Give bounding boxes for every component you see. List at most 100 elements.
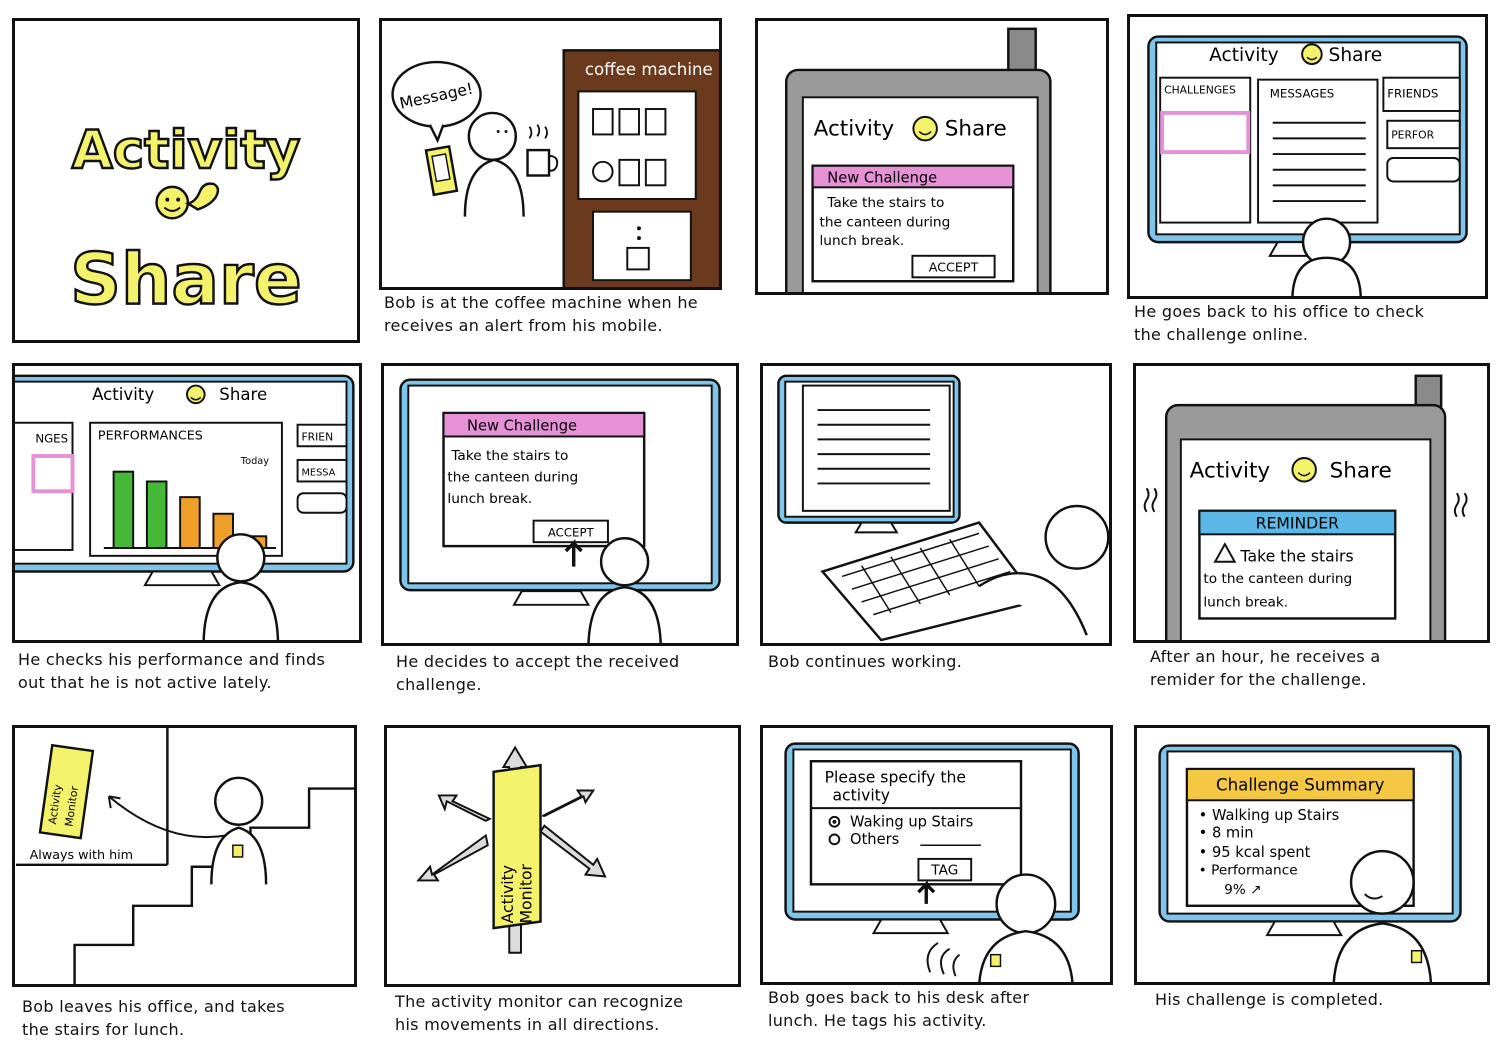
svg-text:Monitor: Monitor <box>62 785 81 828</box>
panel-9-stairs: Activity Monitor Always with him <box>12 725 357 987</box>
staircase <box>73 787 354 984</box>
pointer-arrow <box>108 795 227 839</box>
summary-header: Challenge Summary <box>1216 776 1385 795</box>
panel-10-motion: Activity Monitor <box>384 725 741 987</box>
working-illustration <box>777 374 1109 642</box>
tab-performances[interactable]: PERFORMANCES <box>98 427 203 442</box>
option-label: Waking up Stairs <box>850 814 973 831</box>
vibration-icon <box>1143 487 1158 513</box>
reminder-header: REMINDER <box>1256 513 1339 532</box>
panel-6-accept: New Challenge Take the stairs to the can… <box>381 363 739 646</box>
caption-line: the stairs for lunch. <box>22 1020 185 1039</box>
option-label: Others <box>850 831 899 848</box>
app-title-left: Activity <box>92 385 154 404</box>
activity-form <box>809 759 1023 886</box>
bob-figure <box>587 537 662 643</box>
coffee-cup-icon <box>526 124 559 177</box>
coffee-illustration: Message! coffee machine <box>391 49 719 287</box>
caption-line: After an hour, he receives a <box>1150 647 1381 666</box>
app-title-left: Activity <box>814 116 895 141</box>
svg-text:ACCEPT: ACCEPT <box>548 525 595 539</box>
bob-figure <box>202 533 280 640</box>
radio-unselected[interactable] <box>828 833 841 846</box>
reminder-illustration: Activity Share REMINDER Take the stairs … <box>1143 374 1468 640</box>
reminder-body-line: lunch break. <box>1203 595 1288 611</box>
performance-bars <box>103 470 277 549</box>
tab-performance[interactable]: PERFOR <box>1391 128 1434 141</box>
app-title-right: Share <box>219 385 267 404</box>
performance-illustration: Activity Share NGES PERFORMANCES Today F… <box>15 374 355 640</box>
tab-challenges-partial[interactable]: NGES <box>35 431 68 445</box>
panel-11-tag: Please specify the activity Waking up St… <box>760 725 1113 985</box>
bob-figure <box>1291 217 1362 296</box>
tab-messages[interactable]: MESSAGES <box>1270 86 1334 100</box>
caption-line: His challenge is completed. <box>1155 990 1384 1009</box>
motion-illustration: Activity Monitor <box>416 745 607 954</box>
panel-8-reminder: Activity Share REMINDER Take the stairs … <box>1133 363 1490 643</box>
caption-line: receives an alert from his mobile. <box>384 316 663 335</box>
panel-4-caption: He goes back to his office to check the … <box>1134 300 1494 346</box>
bob-figure <box>1332 849 1433 982</box>
popup-body-line: Take the stairs to <box>450 448 568 464</box>
app-title-right: Share <box>1330 459 1392 484</box>
bob-figure <box>978 504 1109 636</box>
monitor-illustration: Activity Share CHALLENGES MESSAGES FRIEN… <box>1147 35 1468 296</box>
caption-line: challenge. <box>396 675 482 694</box>
summary-item: 9% ↗ <box>1224 882 1261 898</box>
panel-11-caption: Bob goes back to his desk after lunch. H… <box>768 986 1113 1032</box>
always-label: Always with him <box>30 847 133 862</box>
summary-item: • 8 min <box>1199 824 1254 841</box>
caption-line: He decides to accept the received <box>396 652 680 671</box>
form-title: Please specify the <box>825 768 966 787</box>
tag-button[interactable]: TAG <box>917 857 973 882</box>
panel-10-caption: The activity monitor can recognize his m… <box>395 990 740 1036</box>
tab-friends[interactable]: FRIENDS <box>1387 86 1438 100</box>
panel-2-coffee: Message! coffee machine <box>379 18 722 290</box>
logo-text-bottom: Share <box>70 238 302 321</box>
popup-header: New Challenge <box>827 169 937 186</box>
popup-body-line: the canteen during <box>819 214 950 230</box>
popup-body-line: lunch break. <box>447 491 532 507</box>
tab-messages-partial[interactable]: MESSA <box>301 468 335 479</box>
summary-item: • Performance <box>1199 863 1298 879</box>
cursor-arrow-icon <box>917 880 936 904</box>
machine-label: coffee machine <box>585 60 713 79</box>
accept-button[interactable]: ACCEPT <box>911 254 996 279</box>
motion-lines <box>926 942 961 977</box>
caption-line: Bob is at the coffee machine when he <box>384 293 698 312</box>
panel-8-caption: After an hour, he receives a remider for… <box>1150 645 1490 691</box>
panel-9-caption: Bob leaves his office, and takes the sta… <box>22 995 362 1041</box>
app-title-left: Activity <box>1190 459 1271 484</box>
panel-12-summary: Challenge Summary • Walking up Stairs • … <box>1134 725 1490 985</box>
today-label: Today <box>240 456 269 467</box>
caption-line: out that he is not active lately. <box>18 673 272 692</box>
logo-illustration: Activity Share <box>69 119 303 322</box>
summary-item: • Walking up Stairs <box>1199 807 1340 824</box>
panel-7-caption: Bob continues working. <box>768 650 1108 673</box>
smiley-icon <box>1301 43 1323 65</box>
reminder-body-line: to the canteen during <box>1203 571 1352 587</box>
app-title-right: Share <box>945 116 1007 141</box>
warning-icon <box>1213 542 1237 563</box>
tab-challenges[interactable]: CHALLENGES <box>1164 83 1236 96</box>
panel-6-caption: He decides to accept the received challe… <box>396 650 741 696</box>
logo-text-top: Activity <box>72 120 301 181</box>
accept-button[interactable]: ACCEPT <box>532 519 609 544</box>
activity-monitor-device: Activity Monitor <box>492 763 542 930</box>
caption-line: He checks his performance and finds <box>18 650 326 669</box>
caption-line: remider for the challenge. <box>1150 670 1367 689</box>
svg-text:ACCEPT: ACCEPT <box>929 259 979 274</box>
tab-friends-partial[interactable]: FRIEN <box>301 430 333 443</box>
smiley-icon <box>1291 457 1317 483</box>
mobile-phone-icon <box>424 145 459 197</box>
svg-text:Activity: Activity <box>46 783 65 825</box>
summary-illustration: Challenge Summary • Walking up Stairs • … <box>1158 744 1462 982</box>
caption-line: the challenge online. <box>1134 325 1309 344</box>
panel-5-caption: He checks his performance and finds out … <box>18 648 368 694</box>
caption-line: his movements in all directions. <box>395 1015 660 1034</box>
tag-illustration: Please specify the activity Waking up St… <box>784 742 1080 982</box>
phone-illustration: Activity Share New Challenge Take the st… <box>785 27 1052 292</box>
activity-monitor-device: Activity Monitor <box>38 743 95 840</box>
panel-5-performance: Activity Share NGES PERFORMANCES Today F… <box>12 363 362 643</box>
svg-text:Activity: Activity <box>498 865 517 923</box>
